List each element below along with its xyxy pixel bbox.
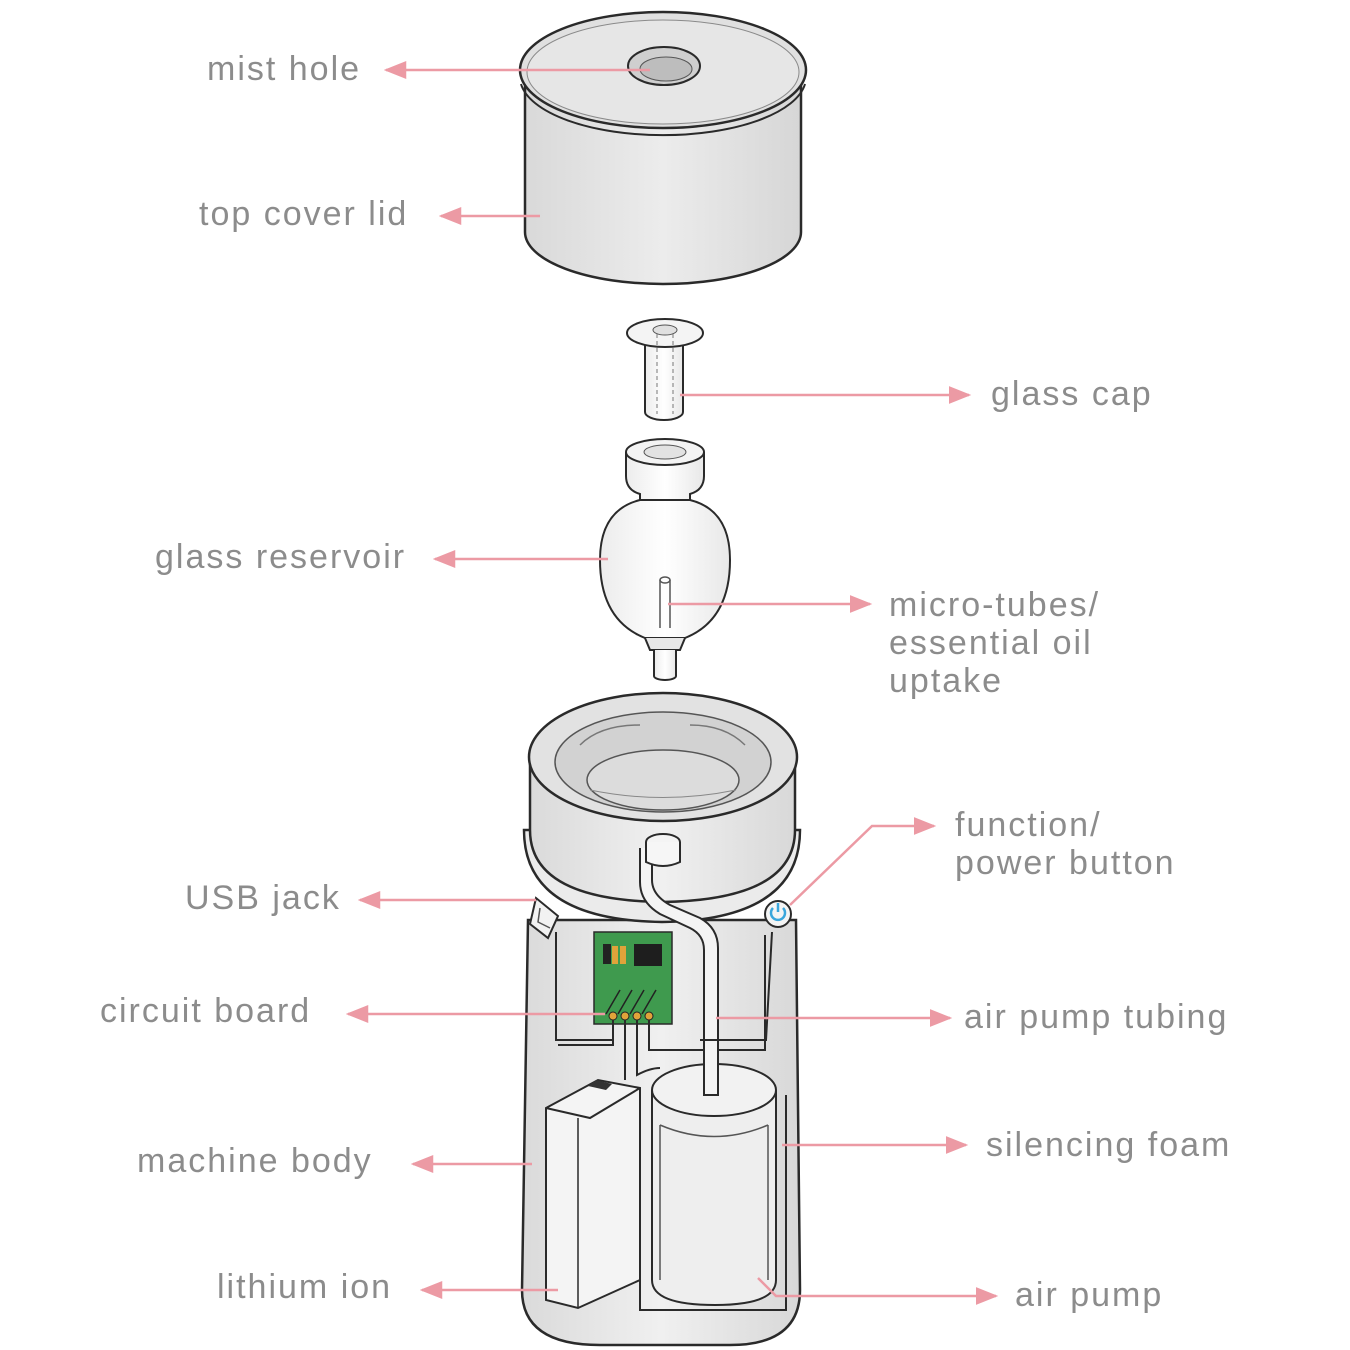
label-micro-tubes-line-3: uptake xyxy=(889,662,1004,700)
leader-air-pump xyxy=(757,1277,999,1305)
leader-lines xyxy=(345,61,999,1305)
label-micro-tubes: micro-tubes/ essential oil uptake xyxy=(889,586,1100,700)
glass-reservoir-illustration xyxy=(598,438,732,681)
leader-function-button xyxy=(789,817,937,906)
machine-body-illustration xyxy=(520,691,802,1347)
label-function-button-line-2: power button xyxy=(955,844,1176,882)
top-cover-lid-illustration xyxy=(518,10,808,286)
label-micro-tubes-line-2: essential oil xyxy=(889,624,1093,662)
label-function-button-line-1: function/ xyxy=(955,806,1102,844)
label-mist-hole: mist hole xyxy=(207,50,362,88)
glass-cap-illustration xyxy=(626,318,704,421)
label-usb-jack: USB jack xyxy=(185,879,341,917)
label-machine-body: machine body xyxy=(137,1142,373,1180)
label-glass-reservoir: glass reservoir xyxy=(155,538,407,576)
label-micro-tubes-line-1: micro-tubes/ xyxy=(889,586,1101,624)
label-circuit-board: circuit board xyxy=(100,992,312,1030)
label-glass-cap: glass cap xyxy=(991,375,1153,413)
label-lithium-ion: lithium ion xyxy=(217,1268,393,1306)
label-top-cover-lid: top cover lid xyxy=(199,195,409,233)
label-air-pump: air pump xyxy=(1015,1276,1164,1314)
label-silencing-foam: silencing foam xyxy=(986,1126,1232,1164)
label-function-button: function/ power button xyxy=(955,806,1176,882)
label-air-pump-tubing: air pump tubing xyxy=(964,998,1229,1036)
